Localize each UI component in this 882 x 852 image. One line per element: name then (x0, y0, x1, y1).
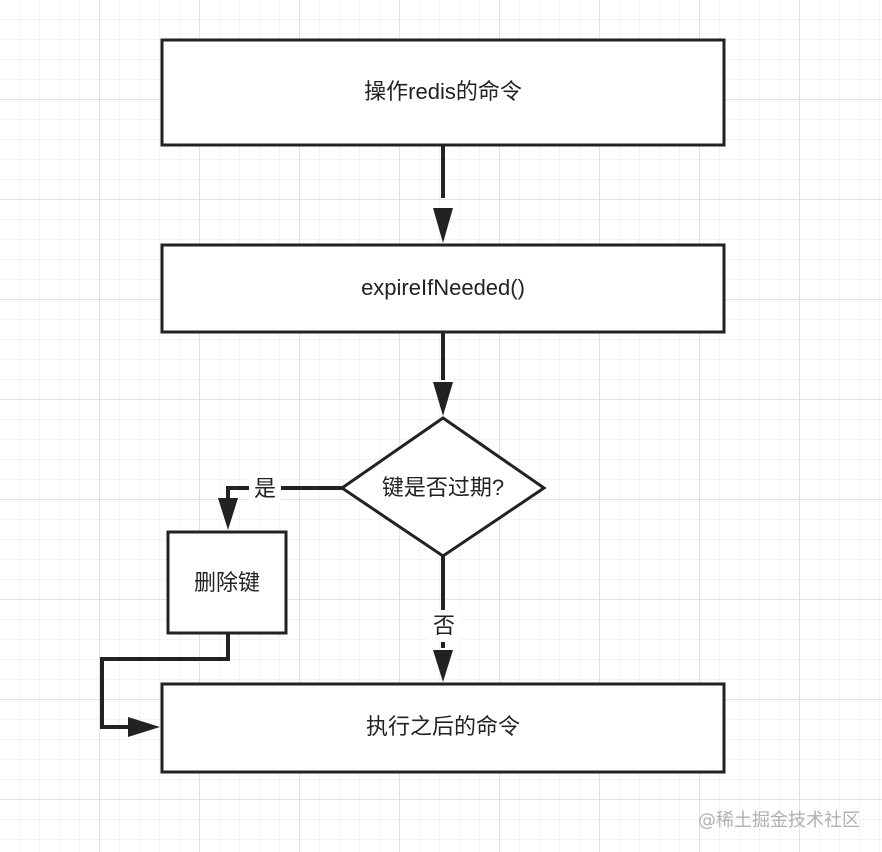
redis-command-label: 操作redis的命令 (364, 79, 522, 104)
expire-if-needed-box (160, 243, 726, 334)
key-expired-decision-label: 键是否过期? (382, 475, 504, 500)
no-label: 否 (433, 613, 455, 638)
edge-yes-to-delete (226, 486, 342, 498)
yes-label: 是 (254, 476, 276, 501)
delete-key-box (166, 530, 288, 635)
yes-label-bg (249, 475, 281, 503)
expire-if-needed-label: expireIfNeeded() (361, 275, 525, 300)
edge-expire-to-decision-arrow (433, 382, 453, 416)
watermark: @稀土掘金技术社区 (698, 810, 860, 831)
after-command-box (160, 682, 726, 774)
after-command-label: 执行之后的命令 (366, 714, 520, 739)
edge-no-to-after-arrow (433, 650, 453, 682)
no-label-bg (428, 610, 460, 642)
redis-command-box (160, 38, 726, 147)
edge-delete-to-after-arrow (128, 717, 160, 737)
edge-yes-to-delete-arrow (218, 498, 238, 530)
edge-delete-to-after (100, 633, 230, 729)
edge-command-to-expire-arrow (433, 208, 453, 243)
delete-key-label: 删除键 (194, 570, 260, 595)
